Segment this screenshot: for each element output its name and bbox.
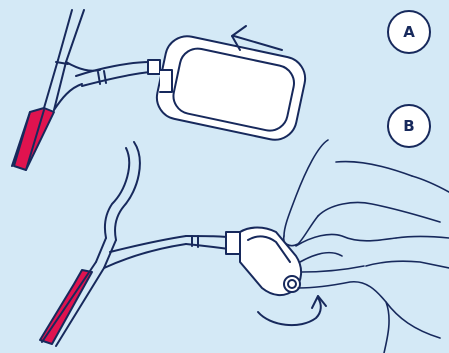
- panel-a: [11, 9, 307, 171]
- tube-branch-b: [103, 141, 141, 241]
- step-b-label: B: [403, 117, 415, 135]
- red-tube-segment-a: [13, 107, 55, 171]
- device-a: [155, 35, 307, 141]
- tube-to-device-a: [75, 59, 161, 87]
- tube-to-connector-b: [185, 231, 241, 255]
- panel-b: [39, 139, 449, 353]
- curved-rotate-arrow-icon: [257, 295, 327, 327]
- arrow-left-icon: [231, 25, 283, 51]
- step-a-label: A: [403, 23, 415, 41]
- step-a-badge: A: [387, 10, 431, 54]
- release-button: [283, 275, 301, 293]
- y-connector-a: [43, 59, 101, 111]
- step-b-badge: B: [387, 104, 431, 148]
- hand-illustration: [282, 139, 449, 353]
- y-connector-b: [95, 235, 187, 269]
- connector-device-b: [239, 226, 302, 296]
- tube-branch-a: [57, 9, 85, 63]
